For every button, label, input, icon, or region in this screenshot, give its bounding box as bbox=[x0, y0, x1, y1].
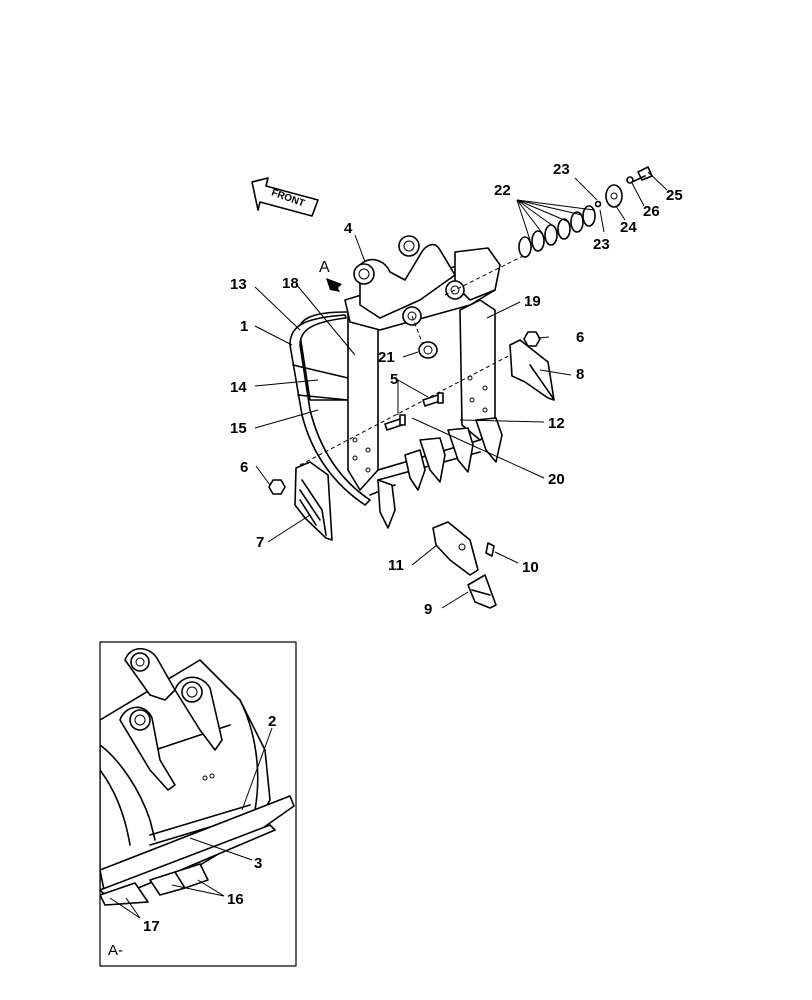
svg-text:23: 23 bbox=[553, 161, 570, 178]
svg-text:26: 26 bbox=[643, 203, 660, 220]
leaders bbox=[254, 171, 668, 609]
svg-text:5: 5 bbox=[390, 371, 398, 388]
svg-text:20: 20 bbox=[548, 471, 565, 488]
inset-view-a: 2 3 16 17 A- bbox=[99, 641, 297, 967]
svg-text:11: 11 bbox=[388, 557, 404, 574]
svg-text:13: 13 bbox=[230, 276, 247, 293]
svg-text:24: 24 bbox=[620, 219, 637, 236]
adapter-11 bbox=[432, 521, 479, 576]
pin-10 bbox=[485, 542, 495, 557]
svg-text:12: 12 bbox=[548, 415, 565, 432]
svg-text:18: 18 bbox=[282, 275, 299, 292]
svg-text:10: 10 bbox=[522, 559, 539, 576]
shim-stack bbox=[518, 205, 596, 258]
callouts-main: 4 13 18 1 14 15 6 7 19 6 8 12 20 5 21 22… bbox=[230, 161, 683, 618]
svg-text:23: 23 bbox=[593, 236, 610, 253]
svg-text:6: 6 bbox=[576, 329, 584, 346]
front-arrow: FRONT bbox=[251, 177, 319, 217]
pin-21 bbox=[418, 341, 438, 359]
svg-text:14: 14 bbox=[230, 379, 247, 396]
svg-text:16: 16 bbox=[227, 891, 244, 908]
svg-text:6: 6 bbox=[240, 459, 248, 476]
svg-text:2: 2 bbox=[268, 713, 276, 730]
svg-text:8: 8 bbox=[576, 366, 584, 383]
retainer-group bbox=[594, 166, 653, 208]
nut-6-right bbox=[523, 331, 541, 347]
side-cutter-7 bbox=[294, 461, 333, 541]
svg-text:7: 7 bbox=[256, 534, 264, 551]
svg-text:17: 17 bbox=[143, 918, 160, 935]
side-cutter-8 bbox=[509, 339, 555, 401]
tooth-9 bbox=[467, 574, 497, 609]
side-cutter-axis-line bbox=[299, 349, 521, 466]
bucket-assembly bbox=[289, 235, 503, 529]
svg-text:22: 22 bbox=[494, 182, 511, 199]
view-a-marker: A bbox=[319, 259, 342, 292]
svg-text:15: 15 bbox=[230, 420, 247, 437]
view-caption: A- bbox=[108, 942, 123, 959]
nut-6-left bbox=[268, 479, 286, 495]
view-a-letter: A bbox=[319, 259, 330, 276]
svg-text:3: 3 bbox=[254, 855, 262, 872]
svg-text:4: 4 bbox=[344, 220, 353, 237]
svg-text:1: 1 bbox=[240, 318, 248, 335]
svg-text:19: 19 bbox=[524, 293, 541, 310]
svg-text:25: 25 bbox=[666, 187, 683, 204]
svg-text:9: 9 bbox=[424, 601, 432, 618]
pin-axis-line bbox=[444, 254, 526, 296]
svg-text:21: 21 bbox=[378, 349, 395, 366]
bolts-5 bbox=[384, 392, 444, 431]
